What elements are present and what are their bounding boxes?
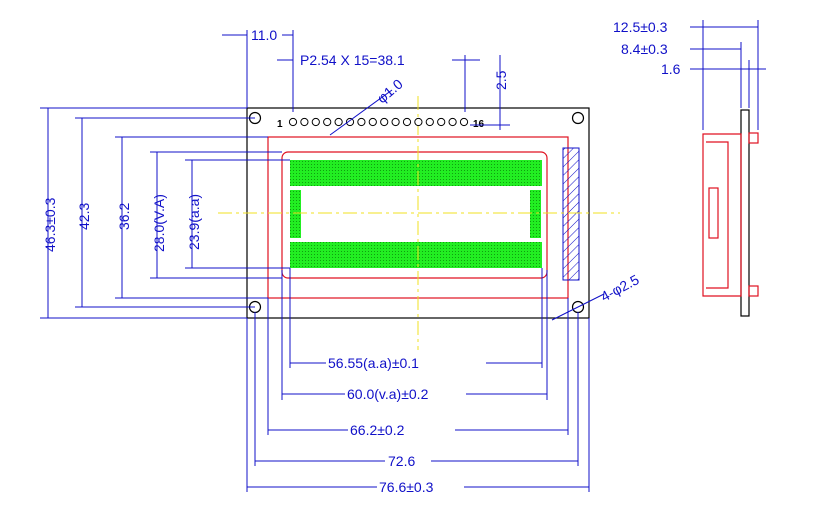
pin-offset-label: 11.0 <box>251 27 277 43</box>
pixel-col-left <box>290 190 301 238</box>
pin-pitch-label: P2.54 X 15=38.1 <box>300 52 405 68</box>
pin-hole <box>357 117 366 127</box>
pin-hole <box>345 117 355 127</box>
side-pin-top <box>748 132 759 144</box>
mount-holes-label: 4-φ2.5 <box>598 271 642 304</box>
hole-diameter-label: φ1.0 <box>374 76 406 107</box>
pin-label-first: 1 <box>277 119 283 130</box>
bezel-width-label: 66.2±0.2 <box>350 422 405 438</box>
total-thickness-label: 12.5±0.3 <box>613 19 668 35</box>
pin-hole <box>380 117 389 127</box>
viewing-area <box>281 151 548 279</box>
pin-hole <box>334 117 343 127</box>
left-dimensions: 46.3±0.3 42.3 36.2 28.0(V.A) 23.9(a.a) <box>40 107 290 319</box>
hole-spacing-h-label: 72.6 <box>388 453 415 469</box>
pin-hole <box>402 117 412 127</box>
board-width-label: 76.6±0.3 <box>379 479 434 495</box>
pin-hole <box>311 117 320 127</box>
side-module-window <box>708 187 719 239</box>
pin-hole <box>414 117 423 127</box>
backlight-tab <box>562 147 580 281</box>
side-pin-bottom <box>748 285 759 297</box>
pin-hole <box>437 117 446 127</box>
pin-hole <box>288 117 298 127</box>
pin-row <box>288 117 469 127</box>
pixel-row-top <box>290 160 542 186</box>
bottom-dimensions: 56.55(a.a)±0.1 60.0(v.a)±0.2 66.2±0.2 72… <box>246 268 642 495</box>
board-height-label: 46.3±0.3 <box>42 197 58 252</box>
pin-hole <box>448 117 457 127</box>
bezel-height-label: 36.2 <box>116 203 132 230</box>
pin-hole <box>391 117 400 127</box>
top-dimensions: 11.0 P2.54 X 15=38.1 2.5 φ1.0 <box>222 27 510 136</box>
pixel-col-right <box>530 190 541 238</box>
va-height-label: 28.0(V.A) <box>151 194 167 252</box>
side-view: 12.5±0.3 8.4±0.3 1.6 <box>613 19 766 317</box>
mount-hole-tr <box>571 111 585 125</box>
module-thickness-label: 8.4±0.3 <box>621 41 668 57</box>
pin-hole <box>368 117 377 127</box>
pin-hole <box>459 117 469 127</box>
pin-hole <box>323 117 332 127</box>
side-module-inner <box>706 141 729 289</box>
aa-width-label: 56.55(a.a)±0.1 <box>328 355 419 371</box>
va-width-label: 60.0(v.a)±0.2 <box>347 386 429 402</box>
pin-hole <box>425 117 434 127</box>
pixel-row-bottom <box>290 242 542 268</box>
side-pcb <box>740 109 750 317</box>
side-module-body <box>702 133 742 297</box>
pcb-thickness-label: 1.6 <box>661 61 681 77</box>
hole-spacing-v-label: 42.3 <box>76 203 92 230</box>
pin-hole <box>300 117 309 127</box>
front-view: 1 16 <box>218 96 620 350</box>
aa-height-label: 23.9(a.a) <box>186 194 202 250</box>
pin-margin-label: 2.5 <box>493 70 509 90</box>
